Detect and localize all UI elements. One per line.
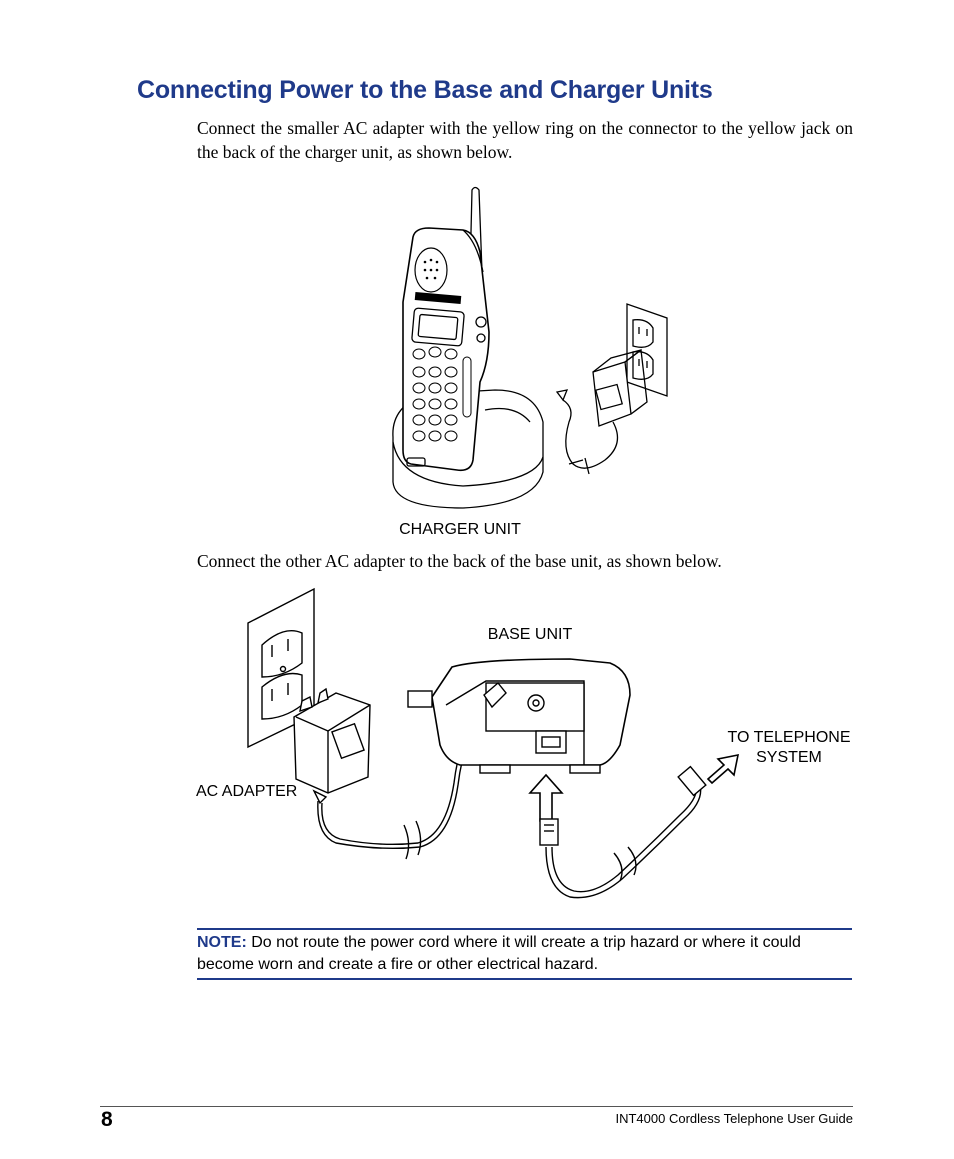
footer-rule bbox=[100, 1106, 853, 1107]
note-label: NOTE: bbox=[197, 934, 247, 951]
handset-keypad bbox=[412, 346, 472, 442]
ac-adapter-small bbox=[592, 348, 648, 427]
telephone-system-caption-line1: TO TELEPHONE bbox=[727, 729, 851, 746]
wall-outlet-small bbox=[626, 303, 668, 397]
instruction-paragraph-charger: Connect the smaller AC adapter with the … bbox=[197, 118, 853, 162]
handset bbox=[402, 227, 490, 472]
note-top-rule bbox=[197, 928, 852, 930]
telephone-system-caption-line2: SYSTEM bbox=[756, 749, 822, 766]
charger-unit-illustration bbox=[385, 182, 675, 517]
telephone-arrow bbox=[706, 753, 740, 785]
section-heading: Connecting Power to the Base and Charger… bbox=[137, 76, 713, 104]
insert-arrow bbox=[528, 773, 564, 822]
base-unit-caption: BASE UNIT bbox=[487, 626, 573, 643]
base-unit bbox=[407, 658, 631, 774]
note-text: Do not route the power cord where it wil… bbox=[197, 934, 801, 973]
note-bottom-rule bbox=[197, 978, 852, 980]
charger-unit-caption: CHARGER UNIT bbox=[399, 521, 521, 538]
ac-adapter bbox=[293, 687, 371, 805]
document-title: INT4000 Cordless Telephone User Guide bbox=[615, 1111, 853, 1126]
page-number: 8 bbox=[101, 1108, 113, 1131]
adapter-cord bbox=[555, 389, 619, 475]
ac-adapter-caption: AC ADAPTER bbox=[196, 783, 298, 800]
telephone-cord bbox=[539, 765, 707, 899]
base-unit-illustration bbox=[240, 585, 840, 905]
note-box: NOTE: Do not route the power cord where … bbox=[197, 932, 853, 976]
instruction-paragraph-base: Connect the other AC adapter to the back… bbox=[197, 551, 722, 571]
